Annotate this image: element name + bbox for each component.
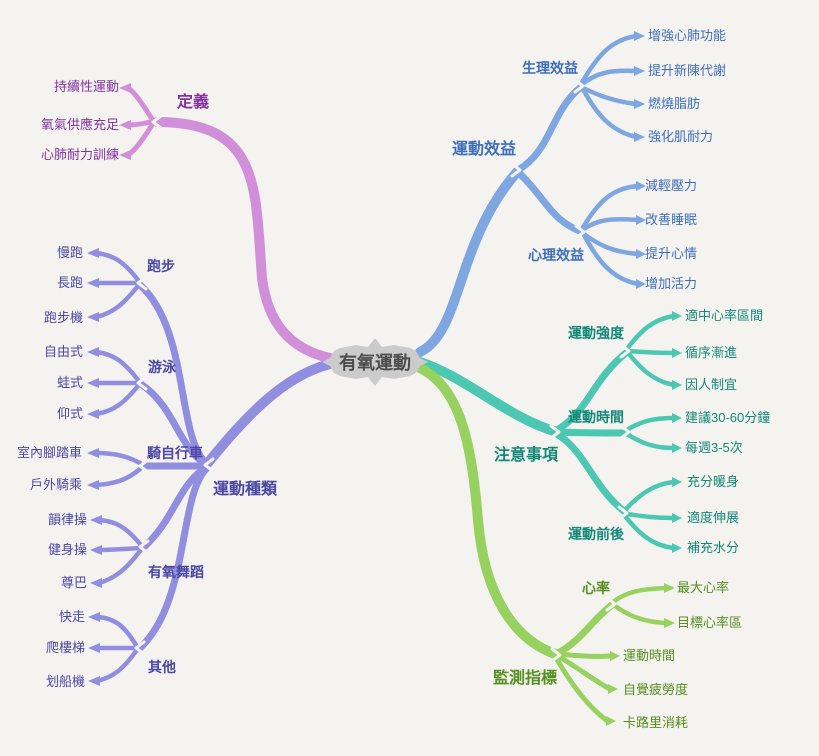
node-rowing-machine[interactable]: 划船機	[45, 674, 85, 689]
node-cardio-endurance-training[interactable]: 心肺耐力訓練	[40, 147, 119, 162]
branch-indicators-paths	[415, 363, 675, 726]
node-running[interactable]: 跑步	[147, 258, 175, 274]
node-moderate-heart-rate-zone[interactable]: 適中心率區間	[685, 308, 764, 323]
branch-benefits-paths	[415, 31, 646, 357]
node-sustained-exercise[interactable]: 持續性運動	[53, 79, 119, 94]
node-heart-rate[interactable]: 心率	[582, 580, 610, 596]
node-exercise-intensity[interactable]: 運動強度	[568, 325, 624, 341]
node-before-after-exercise[interactable]: 運動前後	[568, 526, 624, 542]
node-gradual-progression[interactable]: 循序漸進	[685, 345, 738, 360]
node-rhythmic-exercise[interactable]: 韻律操	[47, 512, 87, 527]
node-zumba[interactable]: 尊巴	[60, 575, 87, 590]
node-exercise-duration[interactable]: 運動時間	[568, 409, 624, 425]
node-indoor-bike[interactable]: 室內腳踏車	[16, 445, 82, 460]
node-burn-fat[interactable]: 燃燒脂肪	[648, 96, 701, 111]
node-cycling[interactable]: 騎自行車	[147, 445, 203, 461]
node-monitoring-indicators[interactable]: 監測指標	[493, 670, 558, 687]
branch-types-paths	[87, 248, 335, 686]
node-oxygen-supply[interactable]: 氧氣供應充足	[40, 117, 119, 132]
node-individualized[interactable]: 因人制宜	[685, 377, 738, 392]
node-stair-climbing[interactable]: 爬樓梯	[45, 640, 85, 655]
node-psychological-benefits[interactable]: 心理效益	[528, 247, 584, 263]
node-others[interactable]: 其他	[148, 659, 176, 675]
node-target-heart-rate-zone[interactable]: 目標心率區	[677, 615, 743, 630]
node-fitness-exercise[interactable]: 健身操	[47, 542, 87, 557]
node-treadmill[interactable]: 跑步機	[43, 310, 83, 325]
node-boost-metabolism[interactable]: 提升新陳代謝	[648, 63, 727, 78]
node-calorie-burn[interactable]: 卡路里消耗	[623, 715, 689, 730]
branch-definition-paths	[119, 83, 335, 363]
node-long-distance-running[interactable]: 長跑	[56, 275, 83, 290]
node-definition[interactable]: 定義	[177, 94, 210, 111]
node-precautions[interactable]: 注意事項	[494, 447, 559, 464]
node-3-5-times-weekly[interactable]: 每週3-5次	[685, 440, 743, 455]
branch-precautions-paths	[415, 311, 682, 553]
center-node[interactable]: 有氧運動	[339, 353, 411, 373]
node-stretching[interactable]: 適度伸展	[687, 510, 740, 525]
node-perceived-exertion[interactable]: 自覺疲勞度	[623, 682, 689, 697]
node-improve-sleep[interactable]: 改善睡眠	[645, 212, 698, 227]
node-physiological-benefits[interactable]: 生理效益	[522, 60, 578, 76]
node-outdoor-riding[interactable]: 戶外騎乘	[29, 477, 82, 492]
center-node-shape	[322, 338, 428, 386]
node-improve-mood[interactable]: 提升心情	[645, 246, 698, 261]
node-jogging[interactable]: 慢跑	[56, 245, 83, 260]
node-enhance-cardio-function[interactable]: 增強心肺功能	[648, 28, 727, 43]
node-max-heart-rate[interactable]: 最大心率	[677, 580, 730, 595]
node-30-60-minutes[interactable]: 建議30-60分鐘	[685, 410, 771, 425]
node-backstroke[interactable]: 仰式	[56, 406, 83, 421]
node-exercise-time[interactable]: 運動時間	[623, 648, 676, 663]
node-muscle-endurance[interactable]: 強化肌耐力	[648, 129, 714, 144]
node-breaststroke[interactable]: 蛙式	[56, 375, 83, 390]
node-brisk-walking[interactable]: 快走	[58, 609, 85, 624]
node-swimming[interactable]: 游泳	[148, 359, 176, 375]
node-benefits[interactable]: 運動效益	[452, 141, 517, 158]
node-freestyle[interactable]: 自由式	[43, 344, 83, 359]
node-reduce-stress[interactable]: 減輕壓力	[645, 178, 698, 193]
node-hydration[interactable]: 補充水分	[687, 540, 740, 555]
node-warm-up[interactable]: 充分暖身	[687, 474, 740, 489]
node-increase-energy[interactable]: 增加活力	[645, 276, 698, 291]
node-exercise-types[interactable]: 運動種類	[213, 481, 278, 498]
node-aerobic-dance[interactable]: 有氧舞蹈	[148, 564, 204, 580]
